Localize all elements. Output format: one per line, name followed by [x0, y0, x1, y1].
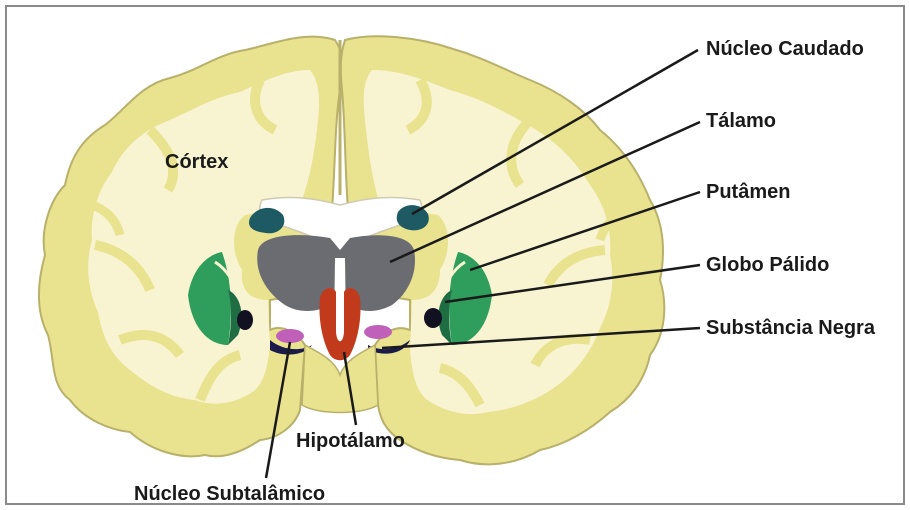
label-nucleo-caudado: Núcleo Caudado	[706, 38, 864, 60]
label-hipotalamo: Hipotálamo	[296, 430, 405, 452]
ventricle-tip	[336, 300, 344, 341]
label-nucleo-subtalamico: Núcleo Subtalâmico	[134, 483, 325, 505]
left-subthalamic-nucleus	[276, 329, 304, 343]
left-dark-nucleus	[237, 310, 253, 330]
label-cortex: Córtex	[165, 151, 228, 173]
label-substancia-negra: Substância Negra	[706, 317, 876, 339]
right-subthalamic-nucleus	[364, 325, 392, 339]
label-globo-palido: Globo Pálido	[706, 254, 829, 276]
right-dark-nucleus	[424, 308, 442, 328]
label-putamen: Putâmen	[706, 181, 790, 203]
label-talamo: Tálamo	[706, 110, 776, 132]
